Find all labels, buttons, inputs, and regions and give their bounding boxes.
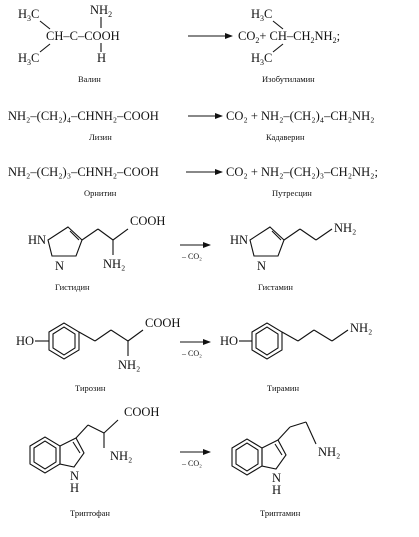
tryptophan-nh2: NH₂ — [110, 449, 132, 463]
histidine-nh2: NH₂ — [103, 257, 125, 271]
tryptophan-nh-n: N — [70, 469, 79, 483]
tryptamine-pyrrole-double — [274, 443, 283, 456]
ornithine-caption: Орнитин — [84, 188, 117, 198]
isobutylamine-structure: H3C CO2+ CH–CH2NH2; H3C — [238, 7, 340, 67]
tryptamine-nh-n: N — [272, 471, 281, 485]
isobutylamine-caption: Изобутиламин — [262, 74, 315, 84]
valine-bond-4 — [39, 43, 51, 53]
histidine-ring-double-bond — [69, 230, 80, 241]
tyramine-side-2 — [297, 329, 315, 342]
histamine-side-3 — [315, 228, 333, 241]
tyrosine-benzene-inner — [52, 326, 76, 356]
valine-nh2: NH2 — [90, 3, 112, 19]
histidine-imidazole-ring — [47, 226, 83, 257]
tryptamine-benzene-inner — [235, 442, 259, 472]
row-ornithine: NH₂–(CH₂)₃–CHNH₂–COOH CO₂ + NH₂–(CH₂)₃–C… — [8, 165, 378, 198]
row-tryptophan: N H COOH NH₂ – CO₂ N H NH₂ Триптофан Три… — [29, 405, 340, 518]
tryptophan-pyrrole-double — [72, 441, 81, 454]
tyrosine-cooh: COOH — [145, 316, 180, 330]
row-tyrosine: HO COOH NH₂ – CO₂ HO NH₂ Тирозин Тирамин — [16, 316, 372, 393]
histidine-arrow-label: – CO₂ — [181, 252, 202, 261]
tryptamine-caption: Триптамин — [260, 508, 301, 518]
tyrosine-nh2: NH₂ — [118, 358, 140, 372]
tyramine-side-4 — [331, 329, 349, 342]
histamine-caption: Гистамин — [258, 282, 293, 292]
histidine-side-2 — [97, 228, 114, 241]
valine-bond-1 — [39, 20, 51, 30]
row-histidine: HN N COOH NH₂ – CO₂ HN N NH₂ Гистидин Ги… — [28, 214, 356, 292]
valine-h: H — [97, 51, 106, 65]
tyramine-caption: Тирамин — [267, 383, 299, 393]
cadaverine-formula: CO₂ + NH₂–(CH₂)₄–CH₂NH₂ — [226, 109, 374, 123]
tyrosine-structure: HO COOH NH₂ — [16, 316, 180, 372]
tryptamine-side-2 — [289, 421, 307, 428]
putrescine-caption: Путресцин — [272, 188, 312, 198]
row-lysine: NH₂–(CH₂)₄–CHNH₂–COOH CO₂ + NH₂–(CH₂)₄–C… — [8, 109, 374, 142]
histidine-side-1 — [81, 228, 99, 241]
histidine-n: N — [55, 259, 64, 273]
tyrosine-arrow-label: – CO₂ — [181, 349, 202, 358]
ornithine-formula: NH₂–(CH₂)₃–CHNH₂–COOH — [8, 165, 159, 179]
histamine-side-1 — [283, 228, 301, 241]
histamine-side-2 — [299, 228, 317, 241]
isobutylamine-h3c-bottom: H3C — [251, 51, 272, 67]
tryptophan-structure: N H COOH NH₂ — [29, 405, 159, 495]
tyramine-ho: HO — [220, 334, 238, 348]
tyramine-side-3 — [313, 329, 333, 342]
isobutylamine-bond-2 — [272, 43, 284, 53]
tryptophan-nh-h: H — [70, 481, 79, 495]
tyrosine-caption: Тирозин — [75, 383, 106, 393]
isobutylamine-chain: CO2+ CH–CH2NH2; — [238, 29, 340, 45]
tryptophan-arrow-label: – CO₂ — [181, 459, 202, 468]
valine-h3c-bottom: H3C — [18, 51, 39, 67]
tryptophan-side-2 — [87, 424, 105, 434]
tryptamine-pyrrole-ring — [261, 439, 287, 470]
tryptamine-structure: N H NH₂ — [231, 421, 340, 497]
tryptamine-nh-h: H — [272, 483, 281, 497]
valine-chain: CH–C–COOH — [46, 29, 120, 43]
histidine-cooh: COOH — [130, 214, 165, 228]
histamine-imidazole-ring — [249, 226, 285, 257]
tryptophan-cooh: COOH — [124, 405, 159, 419]
row-valine: H3C NH2 CH–C–COOH H H3C H3C CO2+ CH–CH2N… — [18, 3, 340, 84]
histidine-hn: HN — [28, 233, 46, 247]
tyramine-side-1 — [281, 331, 299, 342]
tryptophan-benzene-inner — [33, 440, 57, 470]
lysine-caption: Лизин — [89, 132, 112, 142]
tyramine-benzene-ring — [251, 322, 283, 360]
tyrosine-side-3 — [110, 329, 129, 342]
tyrosine-side-4 — [127, 329, 144, 342]
histidine-caption: Гистидин — [55, 282, 90, 292]
tyrosine-benzene-ring — [48, 322, 80, 360]
tryptamine-nh2: NH₂ — [318, 445, 340, 459]
histamine-n: N — [257, 259, 266, 273]
histidine-side-3 — [112, 228, 129, 241]
tyramine-nh2: NH₂ — [350, 321, 372, 335]
valine-structure: H3C NH2 CH–C–COOH H H3C — [18, 3, 120, 67]
valine-caption: Валин — [78, 74, 101, 84]
tryptophan-side-3 — [103, 419, 119, 434]
histamine-structure: HN N NH₂ — [230, 221, 356, 273]
tryptamine-side-1 — [277, 426, 291, 441]
histamine-ring-double-bond — [271, 230, 282, 241]
tyramine-benzene-inner — [255, 326, 279, 356]
tyrosine-side-2 — [94, 329, 112, 342]
tryptophan-pyrrole-ring — [59, 437, 85, 468]
cadaverine-caption: Кадаверин — [266, 132, 305, 142]
tyrosine-side-1 — [78, 331, 96, 342]
isobutylamine-h3c-top: H3C — [251, 7, 272, 23]
histamine-nh2: NH₂ — [334, 221, 356, 235]
histidine-structure: HN N COOH NH₂ — [28, 214, 165, 273]
histamine-hn: HN — [230, 233, 248, 247]
putrescine-formula: CO₂ + NH₂–(CH₂)₃–CH₂NH₂; — [226, 165, 378, 179]
valine-h3c-top: H3C — [18, 7, 39, 23]
tyrosine-ho: HO — [16, 334, 34, 348]
tryptophan-side-1 — [75, 424, 89, 439]
isobutylamine-bond-1 — [272, 20, 284, 30]
tyramine-structure: HO NH₂ — [220, 321, 372, 360]
lysine-formula: NH₂–(CH₂)₄–CHNH₂–COOH — [8, 109, 159, 123]
tryptamine-side-3 — [305, 421, 317, 445]
tryptophan-caption: Триптофан — [70, 508, 110, 518]
